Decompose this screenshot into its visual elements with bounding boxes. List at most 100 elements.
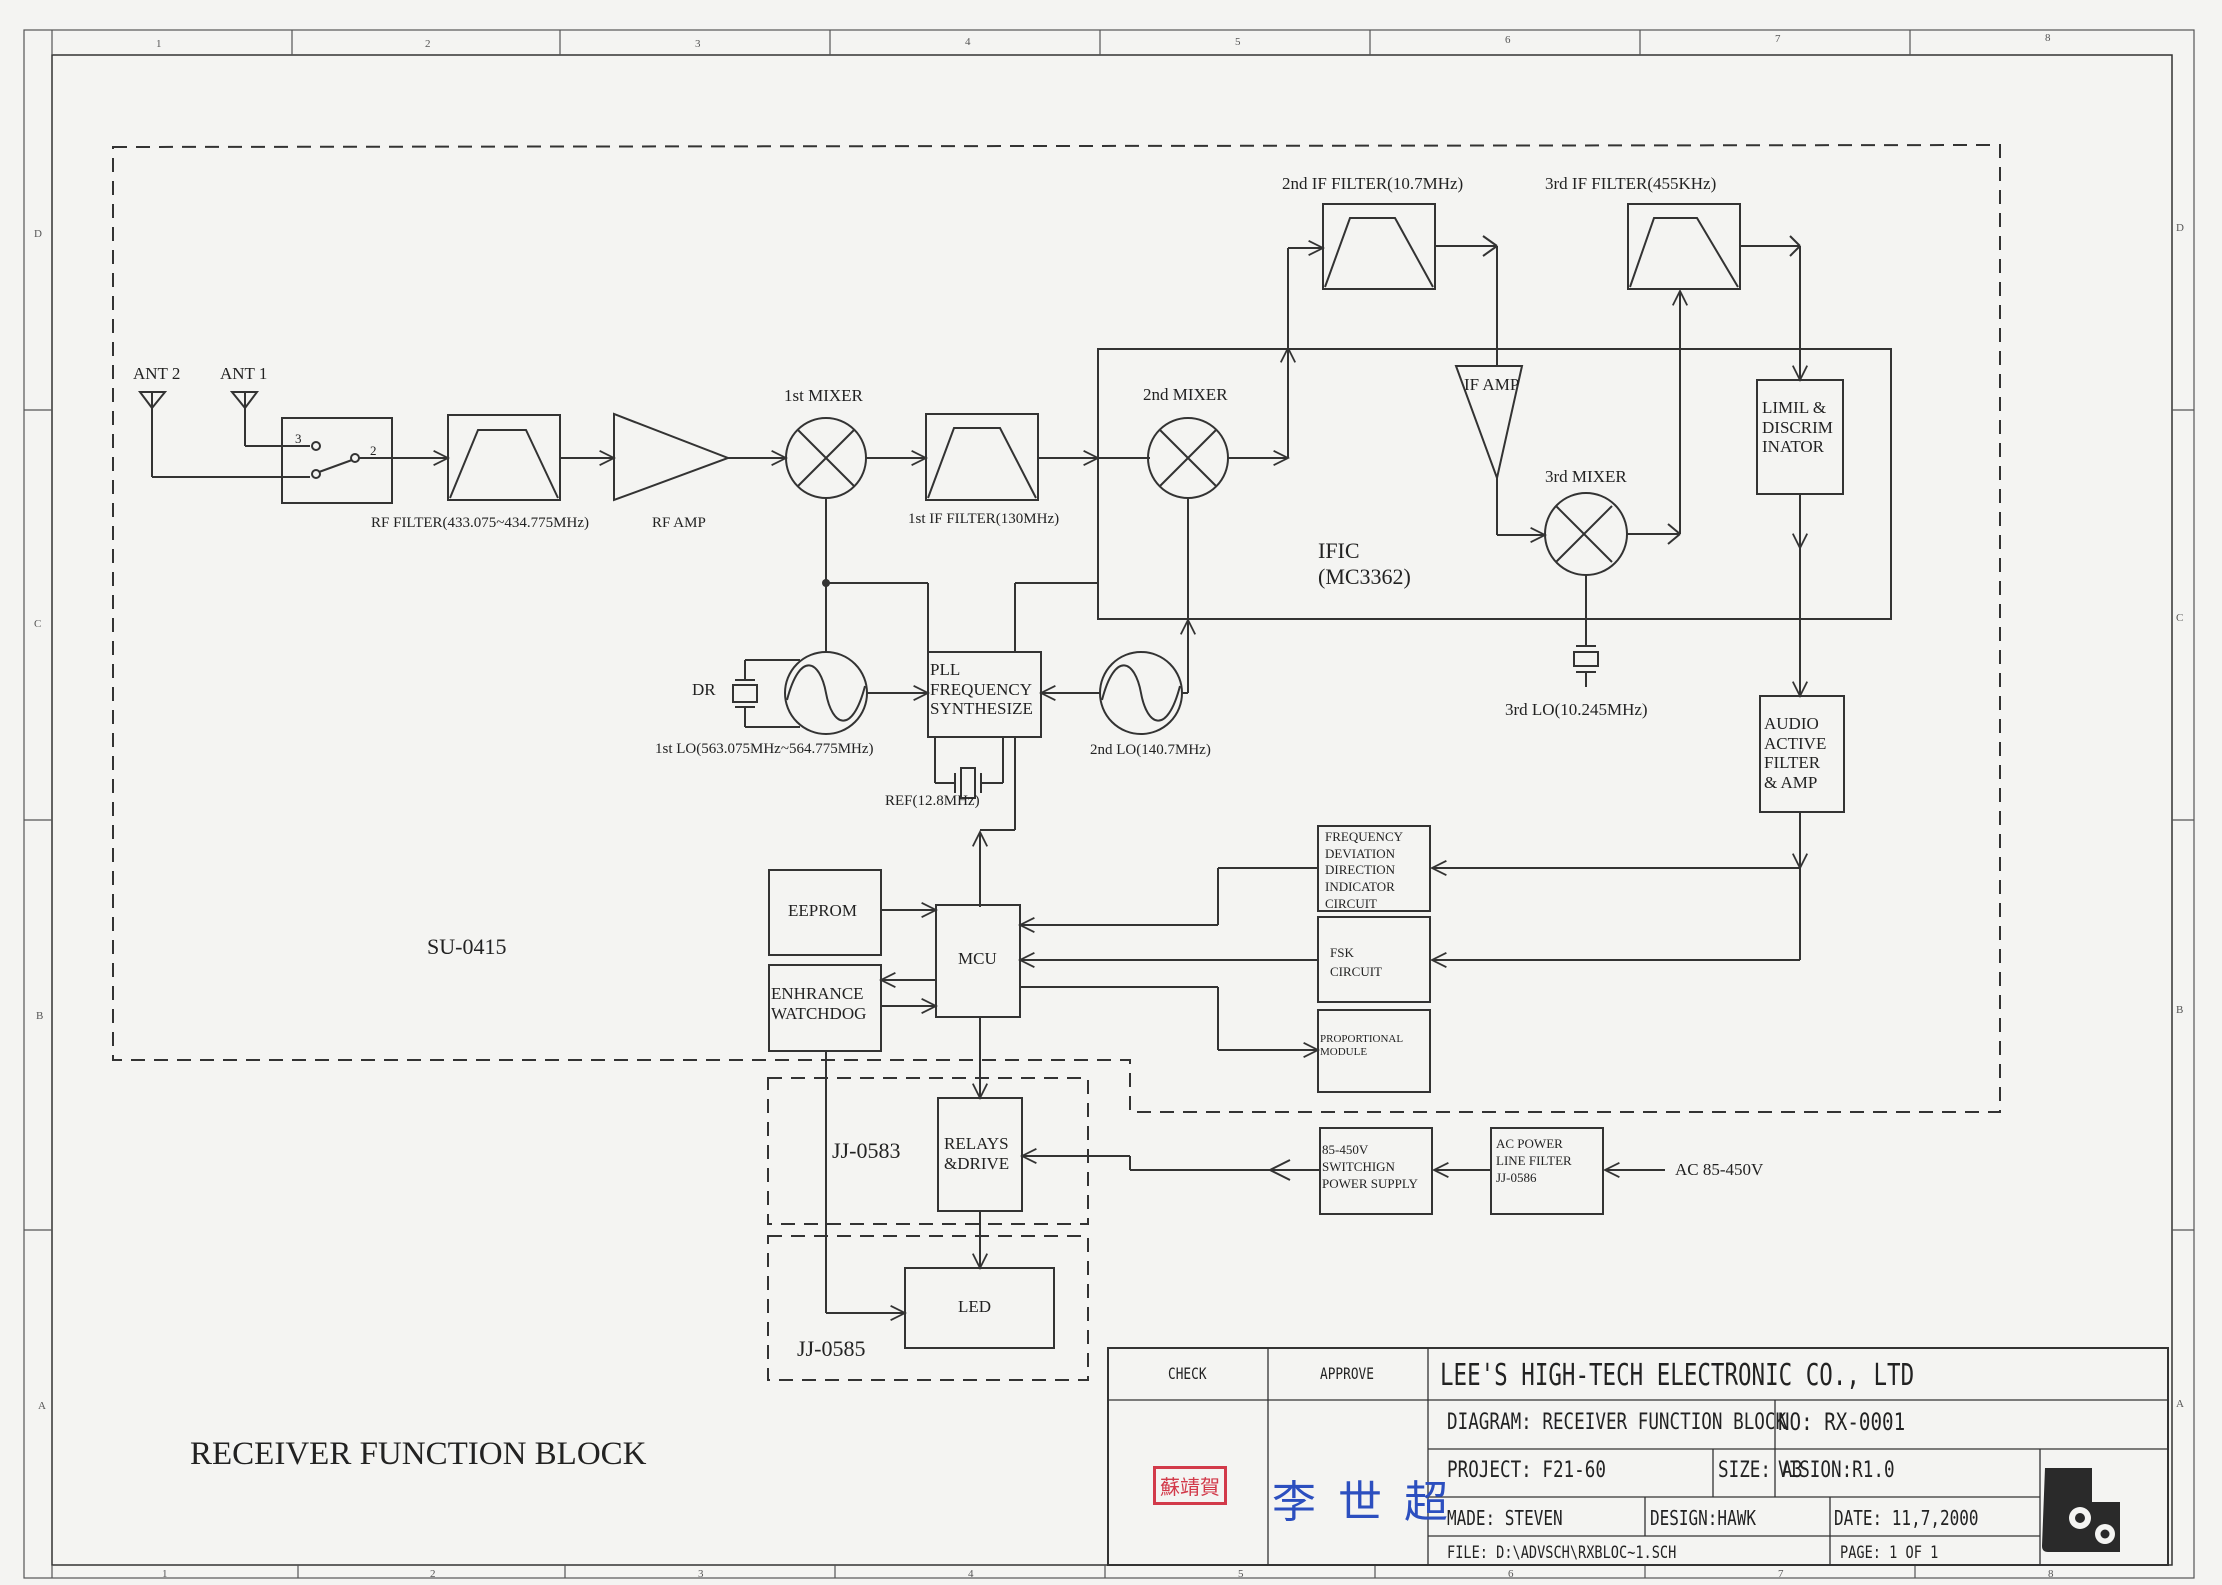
approve-header: APPROVE: [1320, 1364, 1374, 1383]
rf-amp-label: RF AMP: [652, 515, 706, 531]
module-outline-jj0585: [767, 1235, 1089, 1381]
ific-name-label: IFIC: [1318, 538, 1360, 563]
drawing-title: RECEIVER FUNCTION BLOCK: [190, 1436, 647, 1472]
design-by-field: DESIGN:HAWK: [1650, 1506, 1756, 1530]
antenna-2-label: ANT 2: [133, 364, 181, 383]
rf-filter-block: [447, 414, 561, 501]
lo-3-label: 3rd LO(10.245MHz): [1505, 700, 1648, 719]
mixer-1-label: 1st MIXER: [784, 386, 863, 405]
row-marker: D: [34, 228, 42, 240]
column-marker: 8: [2045, 32, 2051, 44]
revision-field: VISION:R1.0: [1778, 1458, 1895, 1483]
sheet-frame: [23, 29, 2195, 1579]
column-marker: 7: [1778, 1568, 1784, 1580]
antenna-2-icon: [138, 391, 310, 478]
oscillator-2nd-lo-icon: [1099, 651, 1183, 735]
if-filter-1-label: 1st IF FILTER(130MHz): [908, 511, 1060, 527]
row-marker: B: [2176, 1004, 2184, 1016]
project-field: PROJECT: F21-60: [1447, 1458, 1606, 1483]
switching-power-supply-label: 85-450V SWITCHIGN POWER SUPPLY: [1322, 1142, 1418, 1191]
column-marker: 3: [698, 1568, 704, 1580]
lo-1-label: 1st LO(563.075MHz~564.775MHz): [655, 741, 874, 757]
rf-amp-icon: [613, 412, 731, 502]
column-marker: 6: [1505, 34, 1511, 46]
title-block-grid: [1107, 1347, 2169, 1566]
ac-line-filter-label: AC POWER LINE FILTER JJ-0586: [1496, 1136, 1572, 1185]
mixer-1-icon: [785, 417, 867, 499]
led-label: LED: [958, 1297, 992, 1316]
mixer-2-label: 2nd MIXER: [1143, 385, 1228, 404]
mixer-3-icon: [1544, 492, 1628, 576]
drawing-number: NO: RX-0001: [1778, 1408, 1906, 1436]
row-marker: D: [2176, 222, 2184, 234]
antenna-1-label: ANT 1: [220, 364, 268, 383]
column-marker: 5: [1238, 1568, 1244, 1580]
proportional-module-label: PROPORTIONAL MODULE: [1320, 1033, 1404, 1058]
if-filter-3-label: 3rd IF FILTER(455KHz): [1545, 174, 1717, 193]
led-block: [904, 1267, 1055, 1349]
frequency-deviation-label: FREQUENCY DEVIATION DIRECTION INDICATOR …: [1325, 829, 1404, 911]
ific-part-label: (MC3362): [1318, 564, 1411, 589]
column-marker: 2: [425, 38, 431, 50]
size-field: SIZE: A3: [1718, 1458, 1803, 1483]
if-filter-2-block: [1322, 203, 1436, 290]
column-marker: 6: [1508, 1568, 1514, 1580]
audio-filter-amp-block: [1759, 695, 1845, 813]
module-label-jj0583: JJ-0583: [832, 1138, 901, 1163]
module-label-jj0585: JJ-0585: [797, 1336, 866, 1361]
approve-signature: 李世超: [1272, 1477, 1470, 1528]
oscillator-1st-lo-icon: [732, 651, 868, 735]
ac-input-label: AC 85-450V: [1675, 1160, 1764, 1179]
fsk-circuit-label: FSK CIRCUIT: [1330, 945, 1382, 979]
ref-label: REF(12.8MHz): [885, 793, 980, 809]
module-outline-su0415: [112, 143, 2001, 1113]
date-field: DATE: 11,7,2000: [1834, 1506, 1979, 1530]
page-field: PAGE: 1 OF 1: [1840, 1543, 1939, 1563]
rf-filter-label: RF FILTER(433.075~434.775MHz): [371, 515, 589, 531]
company-name: LEE'S HIGH-TECH ELECTRONIC CO., LTD: [1440, 1358, 1915, 1393]
antenna-1-icon: [229, 391, 310, 447]
audio-filter-amp-label: AUDIO ACTIVE FILTER & AMP: [1764, 714, 1827, 792]
column-marker: 4: [968, 1568, 974, 1580]
column-marker: 1: [156, 38, 162, 50]
made-by-field: MADE: STEVEN: [1447, 1506, 1563, 1530]
diagram-name: DIAGRAM: RECEIVER FUNCTION BLOCK: [1447, 1410, 1787, 1435]
eeprom-block: [768, 869, 882, 956]
column-marker: 7: [1775, 33, 1781, 45]
relays-drive-label: RELAYS &DRIVE: [944, 1134, 1010, 1173]
row-marker: A: [38, 1400, 46, 1412]
module-outline-jj0583: [767, 1077, 1089, 1225]
row-marker: C: [34, 618, 42, 630]
dr-label: DR: [692, 680, 716, 699]
mcu-label: MCU: [958, 949, 997, 968]
column-marker: 4: [965, 36, 971, 48]
lo-2-label: 2nd LO(140.7MHz): [1090, 742, 1211, 758]
ific-container: [1097, 348, 1892, 620]
switch-pin-3-label: 3: [295, 431, 302, 446]
check-stamp: 蘇靖賀: [1153, 1466, 1227, 1505]
row-marker: A: [2176, 1398, 2184, 1410]
file-path-field: FILE: D:\ADVSCH\RXBLOC~1.SCH: [1447, 1543, 1677, 1563]
row-marker: B: [36, 1010, 44, 1022]
switch-pin-2-label: 2: [370, 443, 377, 458]
if-filter-1-block: [925, 413, 1039, 501]
if-amp-icon: [1454, 365, 1524, 482]
mixer-3-label: 3rd MIXER: [1545, 467, 1627, 486]
if-filter-3-block: [1627, 203, 1741, 290]
antenna-switch: [281, 417, 393, 504]
eeprom-label: EEPROM: [788, 901, 857, 920]
column-marker: 8: [2048, 1568, 2054, 1580]
crystal-ref-icon: [934, 737, 1004, 799]
crystal-3rd-lo-icon: [1573, 575, 1599, 687]
module-label-su0415: SU-0415: [427, 934, 507, 959]
column-marker: 3: [695, 38, 701, 50]
watchdog-label: ENHRANCE WATCHDOG: [771, 984, 867, 1023]
if-filter-2-label: 2nd IF FILTER(10.7MHz): [1282, 174, 1464, 193]
column-marker: 5: [1235, 36, 1241, 48]
if-amp-label: IF AMP: [1464, 375, 1520, 394]
check-header: CHECK: [1168, 1364, 1207, 1383]
column-marker: 1: [162, 1568, 168, 1580]
limiter-discriminator-label: LIMIL & DISCRIM INATOR: [1762, 398, 1833, 457]
column-marker: 2: [430, 1568, 436, 1580]
